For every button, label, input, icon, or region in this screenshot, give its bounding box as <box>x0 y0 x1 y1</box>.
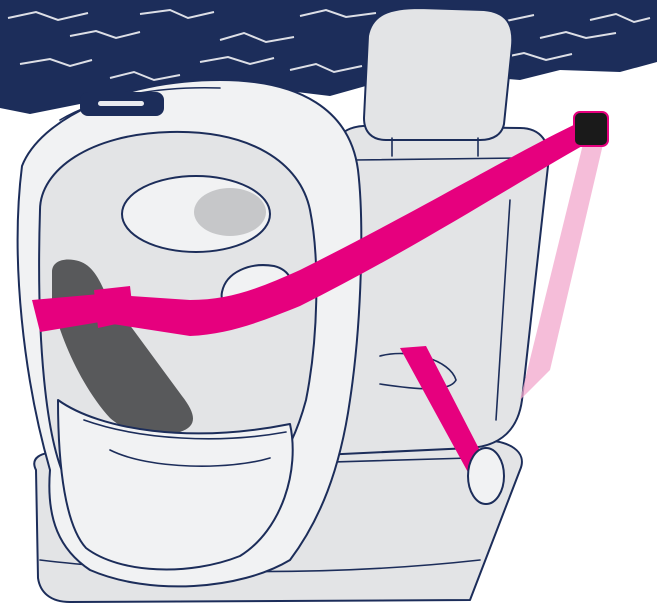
vehicle-headrest <box>364 8 512 156</box>
belt-buckle-icon <box>468 448 504 504</box>
head-support-inner <box>194 188 266 236</box>
bottom-margin <box>0 604 657 610</box>
belt-anchor-icon <box>574 112 608 146</box>
carry-handle-grip-highlight <box>98 101 144 106</box>
